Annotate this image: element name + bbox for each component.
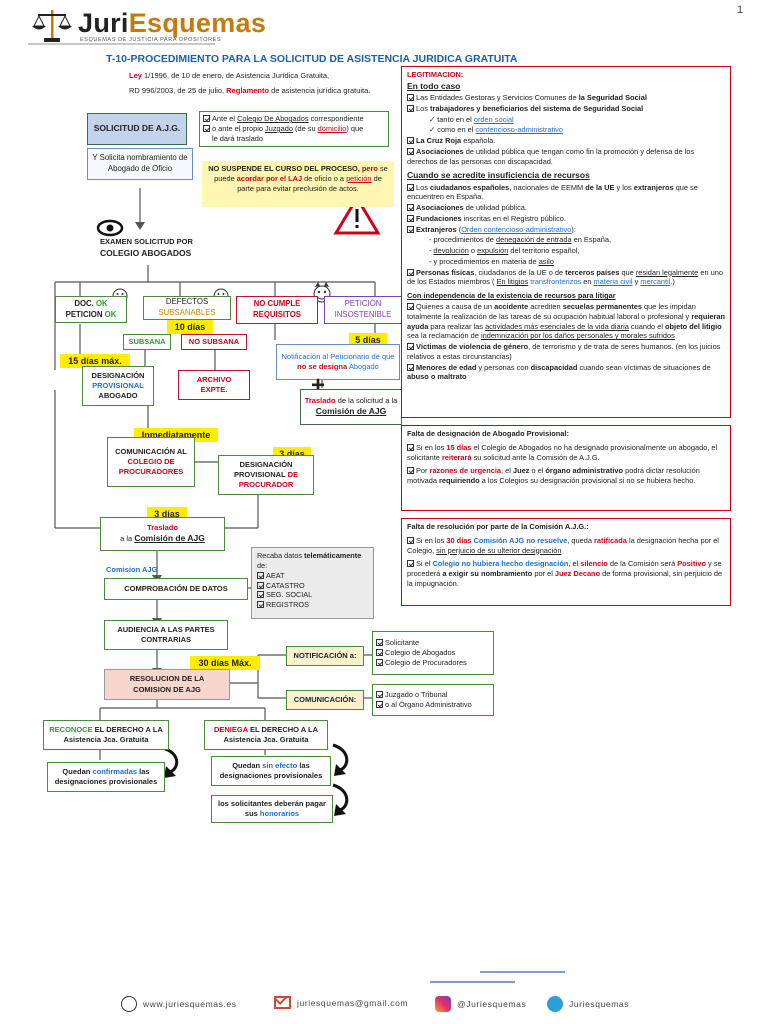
notificacion-destinatarios: Solicitante Colegio de Abogados Colegio … [372,631,494,675]
notificacion-a: NOTIFICACIÓN a: [286,646,364,666]
gmail-icon [274,991,291,1009]
telegram-icon [547,996,563,1012]
brand-name: JuriEsquemas [78,8,267,38]
subsana-box: SUBSANA [123,334,171,350]
nombramiento-box: Y Solicita nombramiento de Abogado de Of… [87,148,193,180]
instagram-icon [435,996,451,1012]
law-reference: Ley 1/1996, de 10 de enero, de Asistenci… [129,71,330,80]
plazo-10-dias: 10 días [167,320,213,335]
comunicacion-box: COMUNICACIÓN: [286,690,364,710]
falta-designacion-panel: Falta de designación de Abogado Provisio… [401,425,731,511]
footer-web[interactable]: www.juriesquemas.es [121,996,237,1012]
page-title: T-10-PROCEDIMIENTO PARA LA SOLICITUD DE … [106,53,518,65]
legitimacion-panel: LEGITIMACION: En todo caso Las Entidades… [401,66,731,418]
globe-icon [121,996,137,1012]
footer-email[interactable]: juriesquemas@gmail.com [274,991,408,1009]
ante-box: Ante el Colegio De Abogados correspondie… [199,111,389,147]
comunicacion-destinatarios: Juzgado o Tribunal o al Órgano Administr… [372,684,494,716]
plazo-5-dias: 5 días [349,333,387,348]
solicitud-box: SOLICITUD DE A.J.G. [87,113,187,145]
notificacion-peticionario: Notificación al Peticionario de que no s… [276,344,400,380]
comprobacion-datos: COMPROBACIÓN DE DATOS [104,578,248,600]
eye-icon [96,219,124,237]
plazo-30-dias: 30 días Máx. [190,656,260,671]
no-suspende-note: NO SUSPENDE EL CURSO DEL PROCESO, pero s… [202,161,394,207]
comision-label: Comision AJG [106,565,158,574]
page-number: 1 [737,4,744,16]
no-subsana-box: NO SUBSANA [181,334,247,350]
falta-resolucion-panel: Falta de resolución por parte de la Comi… [401,518,731,606]
warning-icon [333,195,381,235]
regulation-reference: RD 996/2003, de 25 de julio, Reglamento … [129,86,371,95]
brand-tagline: ESQUEMAS DE JUSTICIA PARA OPOSITORES [80,37,222,43]
footer-telegram[interactable]: Juriesquemas [547,996,629,1012]
recaba-datos: Recaba datos telemáticamente de: AEAT CA… [251,547,374,619]
footer-instagram[interactable]: @Juriesquemas [435,996,526,1012]
plazo-15-dias: 15 días máx. [60,354,130,369]
scales-logo [30,8,74,44]
